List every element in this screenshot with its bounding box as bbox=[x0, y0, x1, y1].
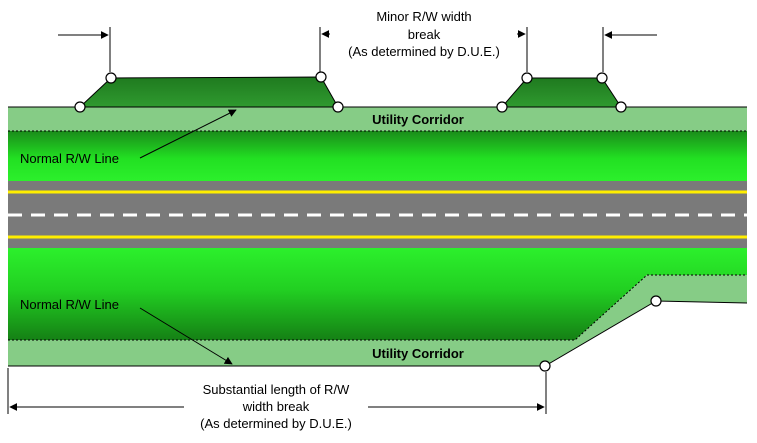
minor-break-text-3: (As determined by D.U.E.) bbox=[348, 44, 500, 59]
minor-break-text-1: Minor R/W width bbox=[376, 9, 471, 24]
substantial-text-1: Substantial length of R/W bbox=[203, 382, 350, 397]
upper-green-area bbox=[8, 131, 747, 181]
vertex-circle bbox=[105, 72, 117, 84]
upper-rw-pointer bbox=[139, 109, 237, 159]
vertex-circle bbox=[74, 101, 86, 113]
vertex-circle bbox=[650, 295, 662, 307]
lower-utility-corridor bbox=[8, 275, 747, 366]
vertex-circle bbox=[539, 360, 551, 372]
lower-normal-rw-line bbox=[8, 274, 747, 341]
vertex-circle bbox=[496, 101, 508, 113]
lower-green-area bbox=[8, 248, 747, 340]
lower-rw-line-label: Normal R/W Line bbox=[20, 297, 119, 312]
vertex-circle bbox=[315, 71, 327, 83]
substantial-text-3: (As determined by D.U.E.) bbox=[200, 416, 352, 431]
minor-break-text-2: break bbox=[408, 27, 441, 42]
substantial-text-2: width break bbox=[242, 399, 310, 414]
upper-corridor-label: Utility Corridor bbox=[372, 112, 464, 127]
lower-corridor-label: Utility Corridor bbox=[372, 346, 464, 361]
upper-rw-line-label: Normal R/W Line bbox=[20, 151, 119, 166]
vertex-circle bbox=[596, 72, 608, 84]
lower-corridor-edge bbox=[8, 300, 748, 367]
upper-bump-left bbox=[78, 76, 339, 108]
vertex-circle bbox=[521, 72, 533, 84]
vertex-circle bbox=[615, 101, 627, 113]
vertex-circle bbox=[332, 101, 344, 113]
lower-rw-pointer bbox=[139, 307, 233, 365]
